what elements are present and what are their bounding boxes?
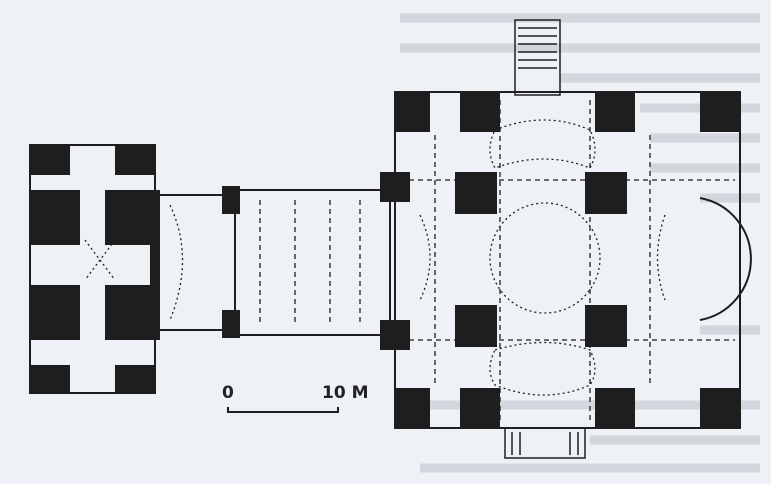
scale-bar (227, 407, 339, 413)
domes (84, 119, 666, 396)
scale-start-label: 0 (222, 383, 234, 403)
scale-end-label: 10 M (322, 383, 369, 403)
north-stair (514, 19, 561, 96)
vault-lines (259, 100, 735, 420)
piers (30, 92, 740, 428)
south-porch (504, 427, 586, 459)
